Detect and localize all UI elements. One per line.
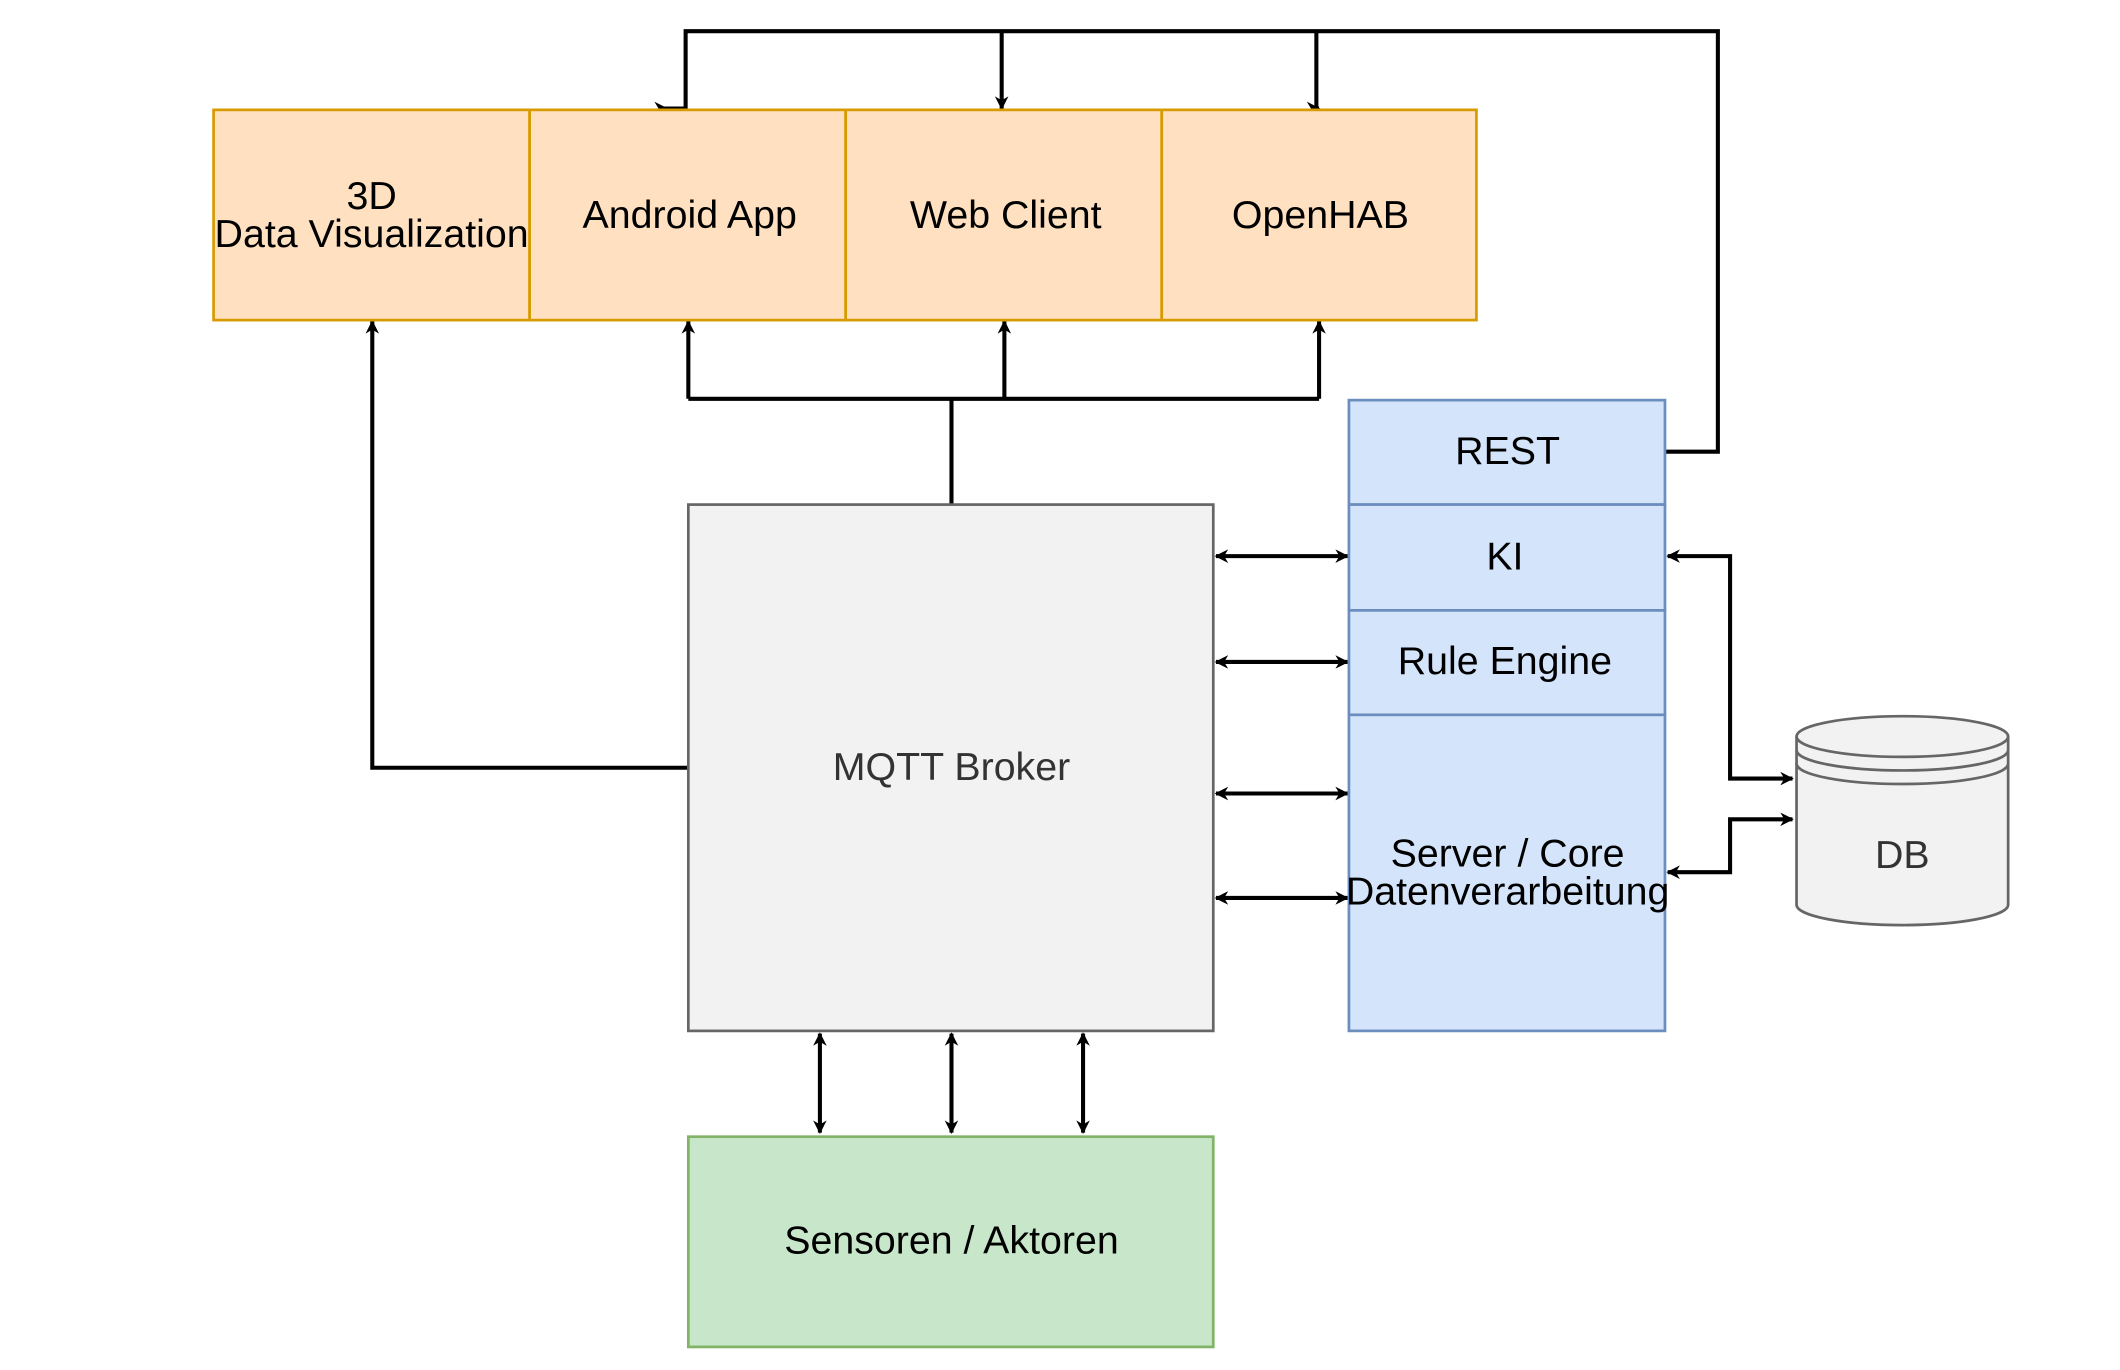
sensors-actuators-box: Sensoren / Aktoren [686, 1135, 1215, 1349]
server-core-label-line1: Server / Core [1391, 832, 1625, 876]
sensors-actuators-label: Sensoren / Aktoren [784, 1218, 1119, 1262]
web-client-box: Web Client [844, 108, 1164, 322]
rest-box: REST [1347, 398, 1667, 506]
server-stack: REST KI Rule Engine Server / Core Datenv… [1346, 398, 1670, 1033]
server-core-label-line2: Datenverarbeitung [1346, 870, 1670, 914]
android-app-label: Android App [583, 193, 797, 237]
rest-label: REST [1455, 429, 1560, 473]
mqtt-broker-label: MQTT Broker [833, 745, 1070, 789]
ki-db-arrow [1666, 549, 1794, 786]
rule-engine-box: Rule Engine [1347, 609, 1667, 717]
android-app-box: Android App [528, 108, 848, 322]
data-visualization-box: 3D Data Visualization [212, 108, 531, 322]
rule-engine-label: Rule Engine [1398, 639, 1612, 683]
connectors [365, 29, 1794, 1134]
ki-box: KI [1347, 503, 1667, 612]
openhab-label: OpenHAB [1232, 193, 1409, 237]
client-row: 3D Data Visualization Android App Web Cl… [212, 108, 1478, 322]
web-client-label: Web Client [910, 193, 1102, 237]
database-cylinder: DB [1795, 714, 2010, 927]
mqtt-broker-box: MQTT Broker [686, 503, 1215, 1033]
server-core-box: Server / Core Datenverarbeitung [1346, 713, 1670, 1033]
broker-to-visualization-arrow [365, 320, 689, 770]
core-db-arrow [1666, 812, 1794, 879]
ki-label: KI [1486, 535, 1523, 579]
rest-to-clients-loop [683, 29, 1720, 454]
openhab-box: OpenHAB [1160, 108, 1478, 322]
data-visualization-label-line2: Data Visualization [215, 212, 529, 256]
data-visualization-label-line1: 3D [346, 174, 396, 218]
loop-to-openhab-arrow [1306, 31, 1321, 116]
database-label: DB [1875, 833, 1930, 877]
